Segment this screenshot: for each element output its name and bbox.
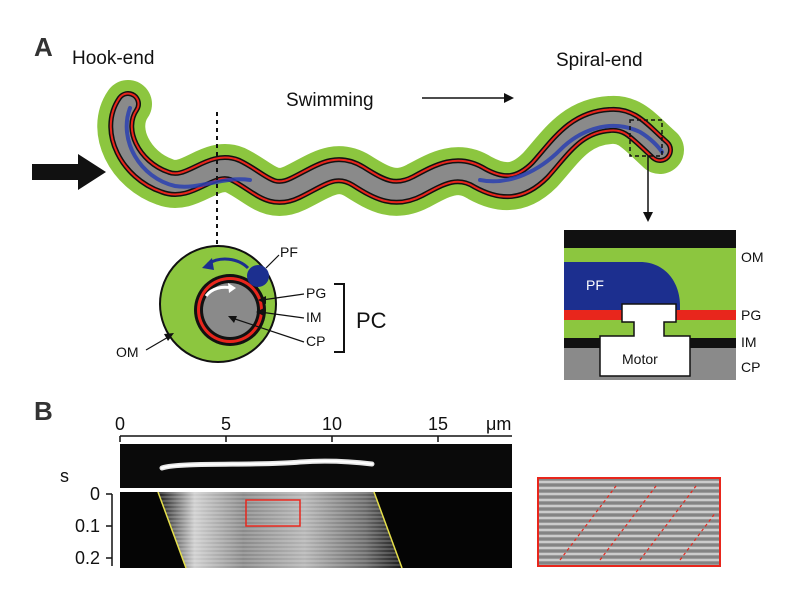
x-tick-0: 0	[115, 414, 125, 434]
detail-om-label: OM	[741, 249, 764, 265]
panel-a-letter: A	[34, 32, 53, 62]
detail-diagram	[564, 230, 736, 380]
cs-im-label: IM	[306, 309, 322, 325]
y-tick-0-1: 0.1	[75, 516, 100, 536]
cs-cp-label: CP	[306, 333, 325, 349]
fluorescence-image	[120, 444, 512, 488]
big-arrow	[32, 154, 106, 190]
hook-end-label: Hook-end	[72, 48, 154, 69]
flagellum-spiral-end	[478, 123, 664, 184]
y-tick-0: 0	[90, 484, 100, 504]
detail-pf-label: PF	[586, 277, 604, 293]
x-tick-15: 15	[428, 414, 448, 434]
detail-box	[629, 119, 663, 157]
cs-pg-label: PG	[306, 285, 326, 301]
pc-label: PC	[356, 308, 387, 333]
detail-cp-label: CP	[741, 359, 760, 375]
kymograph	[120, 491, 512, 569]
x-tick-10: 10	[322, 414, 342, 434]
x-unit: μm	[486, 414, 511, 434]
x-tick-5: 5	[221, 414, 231, 434]
detail-pg-label: PG	[741, 307, 761, 323]
cs-pf-label: PF	[280, 244, 298, 260]
x-axis	[119, 435, 512, 442]
detail-arrow	[643, 156, 653, 222]
cs-om-label: OM	[116, 344, 139, 360]
swimming-label: Swimming	[286, 90, 374, 111]
cross-section	[159, 245, 277, 363]
detail-im-label: IM	[741, 334, 757, 350]
y-unit: s	[60, 466, 69, 486]
spirochete-cell	[97, 80, 684, 216]
panel-b-letter: B	[34, 396, 53, 426]
kymograph-zoom	[537, 477, 721, 567]
detail-motor-label: Motor	[622, 351, 658, 367]
flagellum-hook-end	[124, 106, 252, 189]
spiral-end-label: Spiral-end	[556, 50, 643, 71]
pc-bracket	[334, 283, 345, 353]
y-axis	[106, 493, 113, 566]
swimming-arrow	[422, 93, 514, 103]
y-tick-0-2: 0.2	[75, 548, 100, 568]
